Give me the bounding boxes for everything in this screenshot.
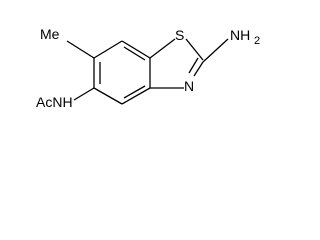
bond-c7-c6 xyxy=(93,40,123,59)
bond-c7a-c7 xyxy=(121,40,151,59)
substituent-bonds xyxy=(66,38,229,101)
double-bond-c2-n3 xyxy=(188,57,199,74)
acetamide-label: AcNH xyxy=(36,94,73,110)
bond-c2-nh2 xyxy=(202,38,229,63)
benzothiazole-structure-diagram: Me S N NH 2 AcNH xyxy=(36,26,260,110)
amine-subscript: 2 xyxy=(254,35,260,47)
bond-c7a-s xyxy=(149,38,176,59)
bond-c6-methyl xyxy=(66,40,95,59)
bond-c4-c3a xyxy=(121,87,151,105)
benzene-ring xyxy=(93,40,151,105)
sulfur-label: S xyxy=(175,27,184,43)
double-bond-inner-c7-c7a xyxy=(123,46,146,61)
bond-c5-acnh xyxy=(73,87,95,101)
amine-label: NH xyxy=(230,27,250,43)
double-bond-inner-c4-c3a xyxy=(123,85,146,99)
methyl-label: Me xyxy=(40,26,60,42)
bond-s-c2 xyxy=(185,38,204,61)
nitrogen-label: N xyxy=(184,78,194,94)
thiazole-ring xyxy=(149,38,204,89)
structure-canvas: Me S N NH 2 AcNH xyxy=(36,26,261,110)
bond-c5-c4 xyxy=(93,87,123,105)
bond-c2-n3 xyxy=(193,61,204,77)
